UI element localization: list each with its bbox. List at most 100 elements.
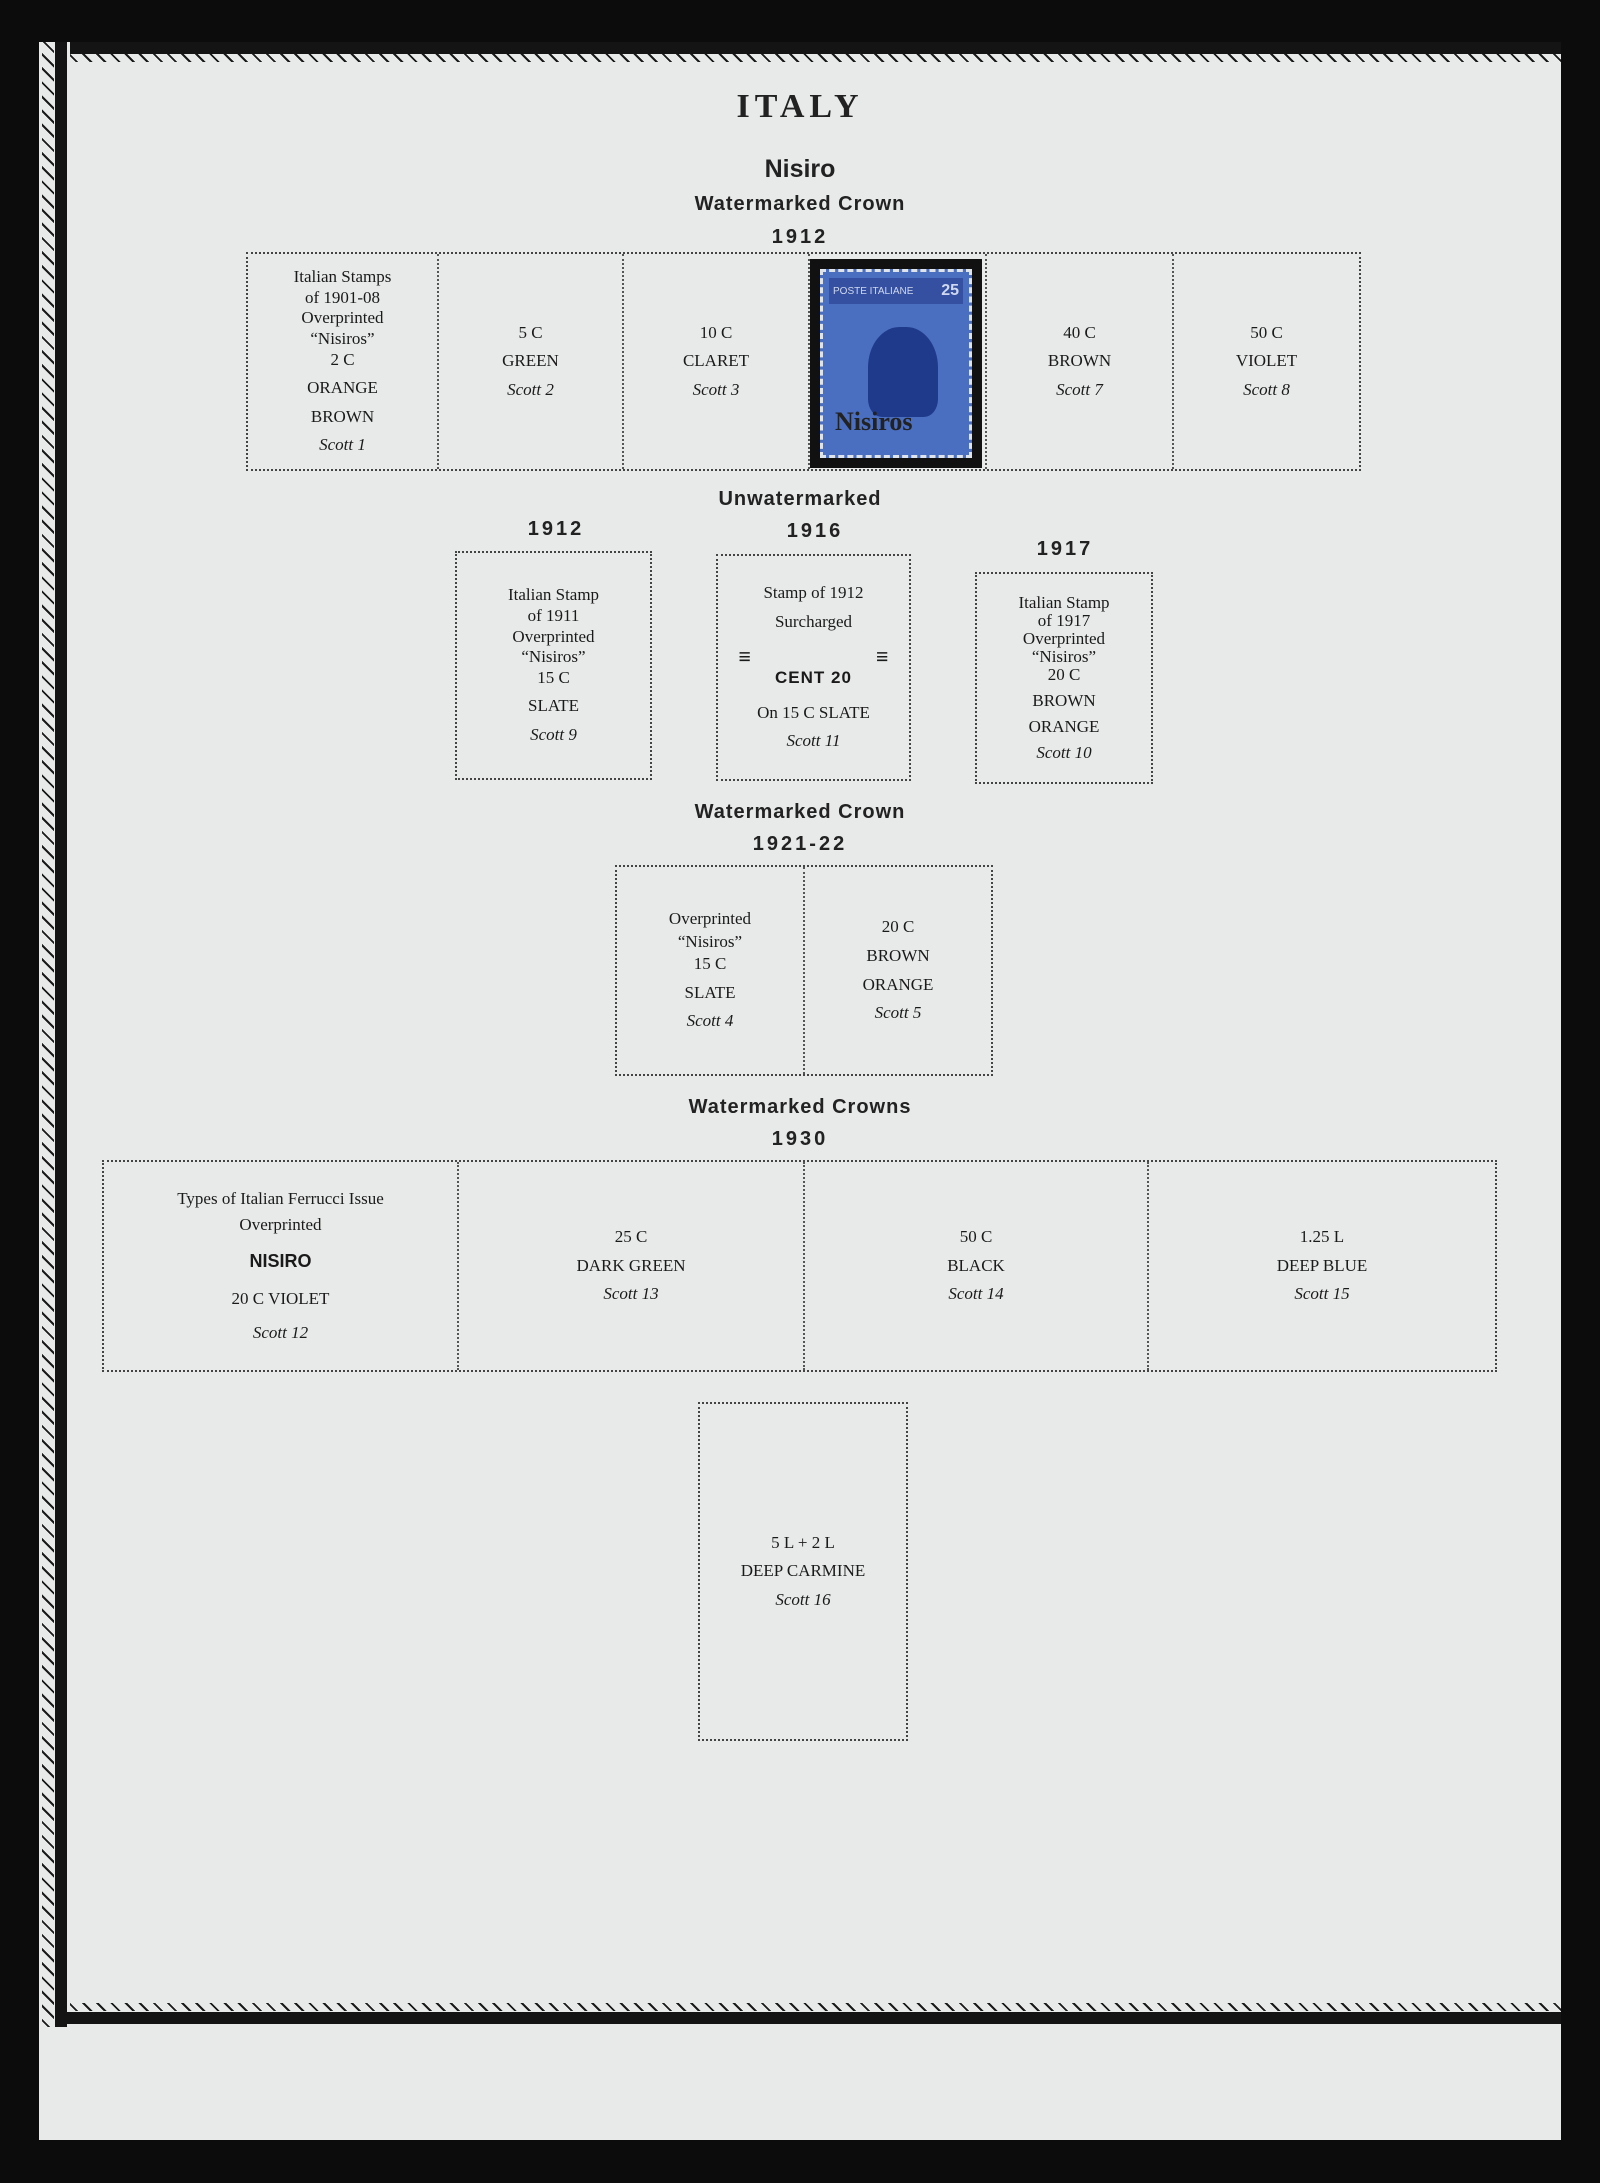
stamp-description-line: Italian Stamp [1018,592,1110,612]
scott-number: Scott 4 [686,1011,734,1031]
section-heading: Watermarked Crown [694,801,906,823]
scott-number: Scott 8 [1243,379,1290,399]
stamp-description-line: ORANGE [1028,717,1100,737]
king-portrait-icon [868,327,938,417]
scott-number: Scott 9 [530,725,577,745]
stamp-description-line: 10 C [699,322,733,342]
stamp-description-line: SLATE [528,696,579,716]
scott-number: Scott 16 [775,1589,831,1609]
stamp-value: 25 [941,282,959,299]
stamp-description-line: 40 C [1063,322,1096,342]
stamp-space[interactable]: 10 C CLARET Scott 3 [624,254,810,469]
stamp-description-line: “Nisiros” [1031,646,1097,666]
stamp-description-line: 5 C [518,322,543,342]
stamp-description-line: Stamp of 1912 [763,582,864,602]
stamp-description-line: ORANGE [307,378,378,398]
scott-number: Scott 15 [1294,1284,1350,1304]
stamp-description-line: of 1911 [527,605,580,625]
stamp-description-line: Overprinted [239,1215,322,1235]
scott-number: Scott 14 [948,1284,1004,1304]
group-year: 1916 [786,520,844,542]
stamp-description-line: 25 C [614,1227,648,1247]
stamp-description-line: CLARET [682,351,750,371]
stamp-description-line: DEEP BLUE [1276,1255,1368,1275]
stamp-space[interactable]: 1.25 L DEEP BLUE Scott 15 [1149,1162,1495,1370]
scott-number: Scott 5 [874,1003,922,1023]
stamp-space-filled[interactable] [810,254,987,469]
scott-number: Scott 2 [507,379,554,399]
surcharge-bars-icon: ≡≡ [738,644,889,670]
left-border [55,42,67,2027]
overprint-text: NISIRO [249,1251,312,1272]
group-year: 1912 [527,518,585,540]
group-year: 1917 [1036,538,1094,560]
stamp-description-line: Overprinted [301,308,384,328]
stamp-description-line: 20 C [1047,665,1081,684]
stamp-space[interactable]: 25 C DARK GREEN Scott 13 [459,1162,805,1370]
stamp-description-line: “Nisiros” [677,931,743,951]
surcharge-text: CENT 20 [775,668,852,688]
stamp-description-line: 1.25 L [1299,1227,1345,1247]
bottom-border-pattern [70,2003,1561,2011]
album-page [39,42,1561,2140]
stamp-space[interactable]: 5 L + 2 L DEEP CARMINE Scott 16 [698,1402,908,1741]
stamp-description-line: GREEN [502,351,559,371]
stamp-description-line: 20 C VIOLET [231,1288,330,1308]
scott-number: Scott 11 [786,731,841,751]
stamp-description-line: DEEP CARMINE [740,1561,866,1581]
stamp-space[interactable]: 20 C BROWN ORANGE Scott 5 [805,867,991,1074]
stamp-overprint: Nisiros [835,407,913,436]
bottom-border [55,2012,1561,2024]
stamp-description-line: BROWN [866,945,930,965]
stamp-space[interactable]: 50 C VIOLET Scott 8 [1174,254,1359,469]
scott-number: Scott 10 [1036,743,1092,763]
stamp-space[interactable]: 50 C BLACK Scott 14 [805,1162,1149,1370]
stamp-description-line: “Nisiros” [310,328,375,348]
stamp-description-line: of 1917 [1037,610,1091,630]
scott-number: Scott 7 [1056,379,1103,399]
stamp-description-line: 20 C [881,917,915,937]
stamp-description-line: BROWN [310,406,375,426]
stamp-description-line: Surcharged [774,611,853,631]
top-border-pattern [70,54,1561,62]
stamp-description-line: 5 L + 2 L [771,1532,835,1552]
mounted-stamp[interactable]: POSTE ITALIANE 25 Nisiros [810,259,982,468]
stamp-description-line: ORANGE [862,974,934,994]
stamp-description-line: 15 C [693,954,727,974]
stamp-description-line: DARK GREEN [576,1255,686,1275]
scott-number: Scott 1 [319,435,366,455]
section-heading: Unwatermarked [718,488,882,510]
left-border-pattern [42,42,54,2027]
stamp-description-line: “Nisiros” [521,647,586,667]
stamp-description-line: 50 C [959,1227,993,1247]
section-heading: Watermarked Crown [694,193,906,215]
stamp-description-line: BROWN [1047,351,1112,371]
top-border [70,42,1561,54]
section-year: 1921-22 [752,833,848,855]
stamp-country: POSTE ITALIANE [833,285,914,297]
stamp-space[interactable]: 40 C BROWN Scott 7 [987,254,1174,469]
stamp-description-line: 50 C [1250,322,1283,342]
stamp-description-line: of 1901-08 [304,287,381,307]
section-year: 1930 [771,1128,829,1150]
stamp-description-line: 2 C [330,349,355,369]
scott-number: Scott 12 [252,1322,309,1342]
stamp-description-line: Types of Italian Ferrucci Issue [177,1189,384,1209]
page-subtitle: Nisiro [764,155,836,183]
scott-number: Scott 13 [603,1284,659,1304]
stamp-description-line: SLATE [684,982,736,1002]
stamp-description-line: Overprinted [1022,628,1106,648]
stamp-description-line: BLACK [947,1255,1005,1275]
section-heading: Watermarked Crowns [688,1096,912,1118]
stamp-description-line: VIOLET [1235,351,1298,371]
stamp-description-line: Italian Stamp [507,585,600,605]
scott-number: Scott 3 [692,379,740,399]
stamp-space[interactable]: 5 C GREEN Scott 2 [439,254,624,469]
